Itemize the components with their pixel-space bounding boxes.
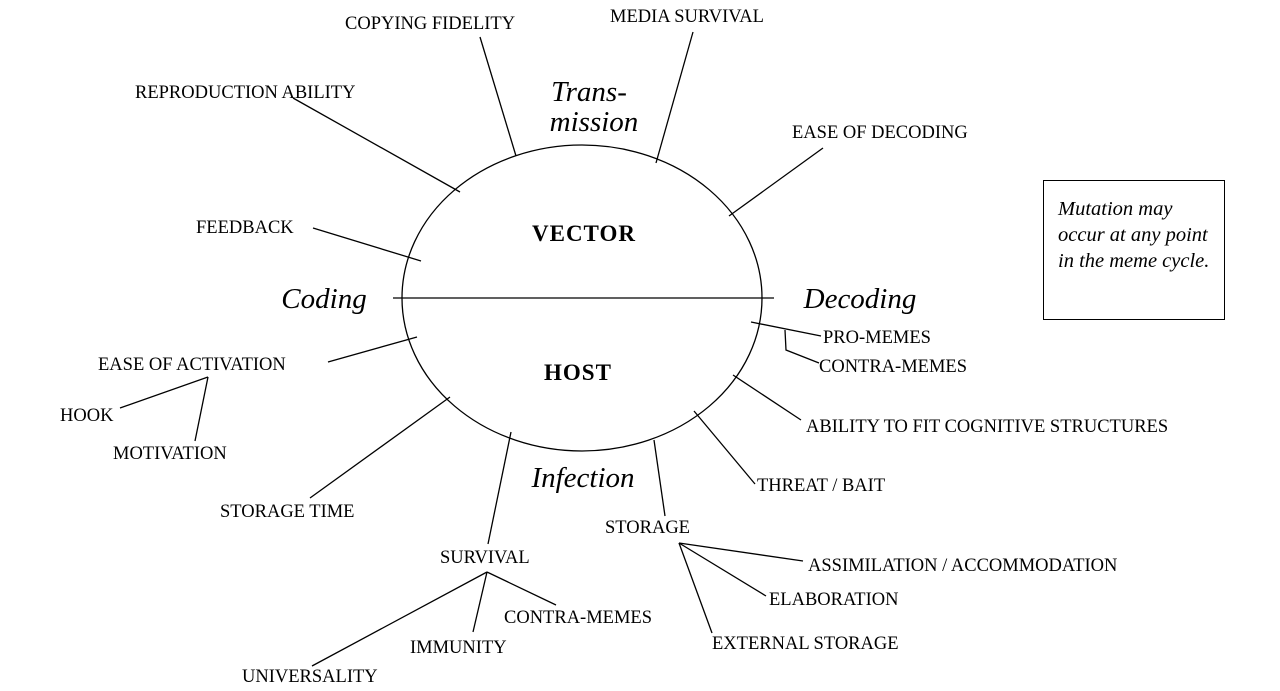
line-contra-memes-right: [784, 329, 820, 364]
line-universality: [311, 571, 488, 667]
vector-label: VECTOR: [532, 221, 636, 246]
line-external-storage: [678, 542, 713, 634]
label-ease-of-activation: EASE OF ACTIVATION: [98, 355, 286, 375]
line-contra-memes-bottom: [486, 571, 557, 606]
phase-decoding: Decoding: [803, 283, 917, 315]
label-storage-time: STORAGE TIME: [220, 502, 354, 522]
label-survival: SURVIVAL: [440, 548, 530, 568]
label-ability-to-fit: ABILITY TO FIT COGNITIVE STRUCTURES: [806, 417, 1168, 437]
label-threat-bait: THREAT / BAIT: [757, 476, 885, 496]
phase-transmission-line1: Trans-: [551, 76, 627, 108]
label-contra-memes-right: CONTRA-MEMES: [819, 357, 967, 377]
line-elaboration: [678, 542, 767, 597]
label-motivation: MOTIVATION: [113, 444, 227, 464]
line-media-survival: [655, 31, 694, 164]
line-feedback: [312, 227, 422, 262]
label-ease-of-decoding: EASE OF DECODING: [792, 123, 968, 143]
line-threat-bait: [693, 410, 756, 485]
label-hook: HOOK: [60, 406, 114, 426]
label-copying-fidelity: COPYING FIDELITY: [345, 14, 515, 34]
line-ability-to-fit: [732, 374, 802, 421]
label-external-storage: EXTERNAL STORAGE: [712, 634, 899, 654]
phase-coding: Coding: [281, 283, 366, 315]
line-hook: [119, 376, 209, 409]
label-storage: STORAGE: [605, 518, 690, 538]
label-universality: UNIVERSALITY: [242, 667, 378, 687]
line-ease-of-decoding: [728, 147, 824, 217]
line-motivation: [194, 376, 209, 442]
phase-transmission-line2: mission: [550, 106, 639, 138]
label-immunity: IMMUNITY: [410, 638, 507, 658]
connector-lines: [119, 31, 824, 667]
line-assimilation: [678, 542, 804, 562]
line-pro-memes: [750, 321, 822, 337]
label-media-survival: MEDIA SURVIVAL: [610, 7, 764, 27]
line-storage: [653, 439, 666, 517]
label-assimilation: ASSIMILATION / ACCOMMODATION: [808, 556, 1117, 576]
label-feedback: FEEDBACK: [196, 218, 294, 238]
line-immunity: [472, 571, 488, 633]
host-label: HOST: [544, 360, 612, 385]
line-ease-of-activation: [327, 336, 418, 363]
label-reproduction-ability: REPRODUCTION ABILITY: [135, 83, 355, 103]
label-pro-memes: PRO-MEMES: [823, 328, 931, 348]
mutation-note-text: Mutation may occur at any point in the m…: [1058, 198, 1210, 272]
line-reproduction-ability: [292, 97, 461, 193]
line-copying-fidelity: [479, 36, 517, 157]
label-contra-memes-bottom: CONTRA-MEMES: [504, 608, 652, 628]
label-elaboration: ELABORATION: [769, 590, 899, 610]
line-storage-time: [309, 396, 451, 499]
line-survival: [487, 431, 512, 545]
phase-infection: Infection: [530, 462, 634, 494]
mutation-note-box: Mutation may occur at any point in the m…: [1043, 180, 1225, 320]
